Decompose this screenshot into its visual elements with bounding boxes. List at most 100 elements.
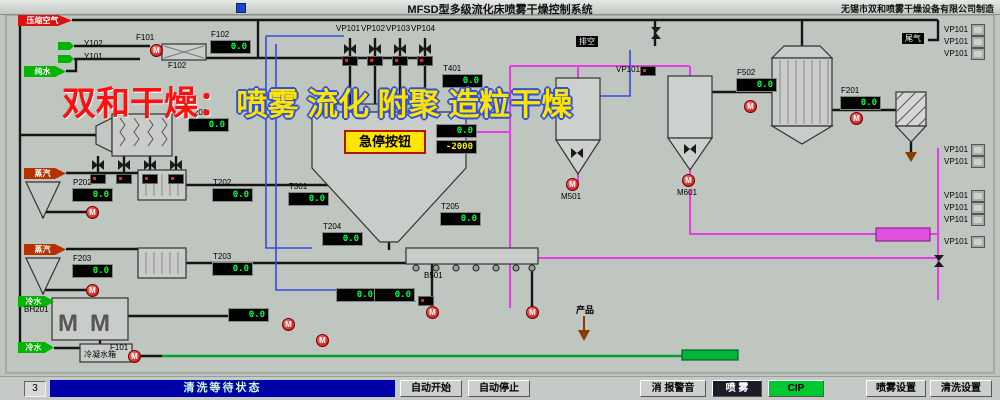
- valve-icon[interactable]: [394, 44, 406, 54]
- indicator-lamp: [640, 66, 656, 76]
- pump-icon[interactable]: M: [128, 350, 141, 363]
- value-display: 0.0: [288, 192, 329, 206]
- feed-arrow: [58, 55, 74, 63]
- feed-arrow: 蒸汽: [24, 244, 66, 255]
- indicator-lamp: [392, 56, 408, 66]
- mute-alarm-button[interactable]: 消 报警音: [640, 380, 706, 397]
- tag-label: VP101: [944, 145, 969, 154]
- emergency-stop-button[interactable]: 急停按钮: [344, 130, 426, 154]
- tag-label: F101: [110, 343, 129, 352]
- pump-icon[interactable]: M: [86, 284, 99, 297]
- feed-arrow: [58, 42, 74, 50]
- damper-icon: [971, 236, 985, 248]
- tag-label: B501: [424, 271, 443, 280]
- valve-icon[interactable]: [92, 160, 104, 170]
- tag-label: VP101: [944, 215, 969, 224]
- pump-icon[interactable]: M: [150, 44, 163, 57]
- bh201-unit: [51, 297, 129, 341]
- equipment: M M: [25, 43, 931, 363]
- display-tag: F203: [73, 254, 92, 263]
- valve-icon[interactable]: [344, 44, 356, 54]
- tag-label: Y101: [84, 52, 103, 61]
- indicator-lamp: [142, 174, 158, 184]
- pump-label: M601: [677, 188, 698, 197]
- fluid-bed: [405, 247, 539, 265]
- auto-stop-button[interactable]: 自动停止: [468, 380, 530, 397]
- svg-text:M: M: [58, 310, 78, 337]
- valve-icon[interactable]: [651, 27, 661, 39]
- display-tag: P202: [73, 178, 92, 187]
- pump-icon[interactable]: M: [282, 318, 295, 331]
- pump-icon[interactable]: M: [682, 174, 695, 187]
- cip-line-box: [681, 349, 739, 361]
- valve-icon[interactable]: [118, 160, 130, 170]
- feed-arrow: 纯水: [24, 66, 66, 77]
- pump-icon[interactable]: M: [526, 306, 539, 319]
- tag-label: F102: [168, 61, 187, 70]
- tag-label: VP102: [361, 24, 386, 33]
- cip-button[interactable]: CIP: [768, 380, 824, 397]
- control-bar: 3 清洗等待状态 自动开始自动停止 消 报警音喷 雾 CIP 喷雾设置清洗设置: [0, 376, 1000, 400]
- valve-icon[interactable]: [170, 160, 182, 170]
- tag-label: VP103: [386, 24, 411, 33]
- hopper-1: [555, 77, 601, 141]
- display-tag: T203: [213, 252, 232, 261]
- valve-icon[interactable]: [684, 144, 696, 154]
- display-tag: T201: [189, 108, 208, 117]
- pump-icon[interactable]: M: [744, 100, 757, 113]
- pump-label: M501: [561, 192, 582, 201]
- spray-settings-button[interactable]: 喷雾设置: [866, 380, 926, 397]
- display-tag: T204: [323, 222, 342, 231]
- valve-icon[interactable]: [934, 255, 944, 267]
- damper-icon: [971, 36, 985, 48]
- hopper-2: [667, 75, 713, 139]
- valve-icon[interactable]: [419, 44, 431, 54]
- pump-icon[interactable]: M: [426, 306, 439, 319]
- cyclone-small-2: [25, 257, 61, 296]
- title-icon: [236, 3, 246, 13]
- valve-icon[interactable]: [571, 148, 583, 158]
- damper-icon: [971, 214, 985, 226]
- tag-label: VP101: [944, 49, 969, 58]
- display-tag: F102: [211, 30, 230, 39]
- tag-label: VP101: [944, 25, 969, 34]
- value-display: 0.0: [736, 78, 777, 92]
- indicator-lamp: [417, 56, 433, 66]
- valve-icon[interactable]: [369, 44, 381, 54]
- auto-start-button[interactable]: 自动开始: [400, 380, 462, 397]
- pump-icon[interactable]: M: [566, 178, 579, 191]
- value-display: 0.0: [374, 288, 415, 302]
- page-title: MFSD型多级流化床喷雾干燥控制系统: [407, 4, 593, 16]
- damper-icon: [971, 202, 985, 214]
- indicator-lamp: [367, 56, 383, 66]
- value-display: 0.0: [72, 188, 113, 202]
- spray-button[interactable]: 喷 雾: [712, 380, 762, 397]
- status-message: 清洗等待状态: [50, 380, 395, 397]
- value-display: 0.0: [336, 288, 377, 302]
- pump-icon[interactable]: M: [86, 206, 99, 219]
- display-tag: T202: [213, 178, 232, 187]
- value-display: 0.0: [322, 232, 363, 246]
- counter-box: 3: [24, 381, 46, 397]
- pump-icon[interactable]: M: [850, 112, 863, 125]
- valve-icon[interactable]: [144, 160, 156, 170]
- manufacturer-label: 无锡市双和喷雾干燥设备有限公司制造: [840, 4, 994, 14]
- value-display: 0.0: [212, 262, 253, 276]
- pump-icon[interactable]: M: [316, 334, 329, 347]
- tag-label: VP101: [944, 157, 969, 166]
- feed-arrow: 冷水: [18, 342, 54, 353]
- value-display: 0.0: [442, 74, 483, 88]
- clean-settings-button[interactable]: 清洗设置: [930, 380, 992, 397]
- text-label: 产品: [576, 305, 595, 315]
- damper-icon: [971, 144, 985, 156]
- text-label: 冷凝水箱: [84, 350, 116, 359]
- display-tag: T205: [441, 202, 460, 211]
- tag-label: VP101: [944, 203, 969, 212]
- indicator-lamp: [90, 174, 106, 184]
- tag-label: VP101: [944, 37, 969, 46]
- tag-label: VP104: [411, 24, 436, 33]
- damper-icon: [971, 156, 985, 168]
- indicator-lamp: [418, 296, 434, 306]
- tag-label: VP101: [944, 191, 969, 200]
